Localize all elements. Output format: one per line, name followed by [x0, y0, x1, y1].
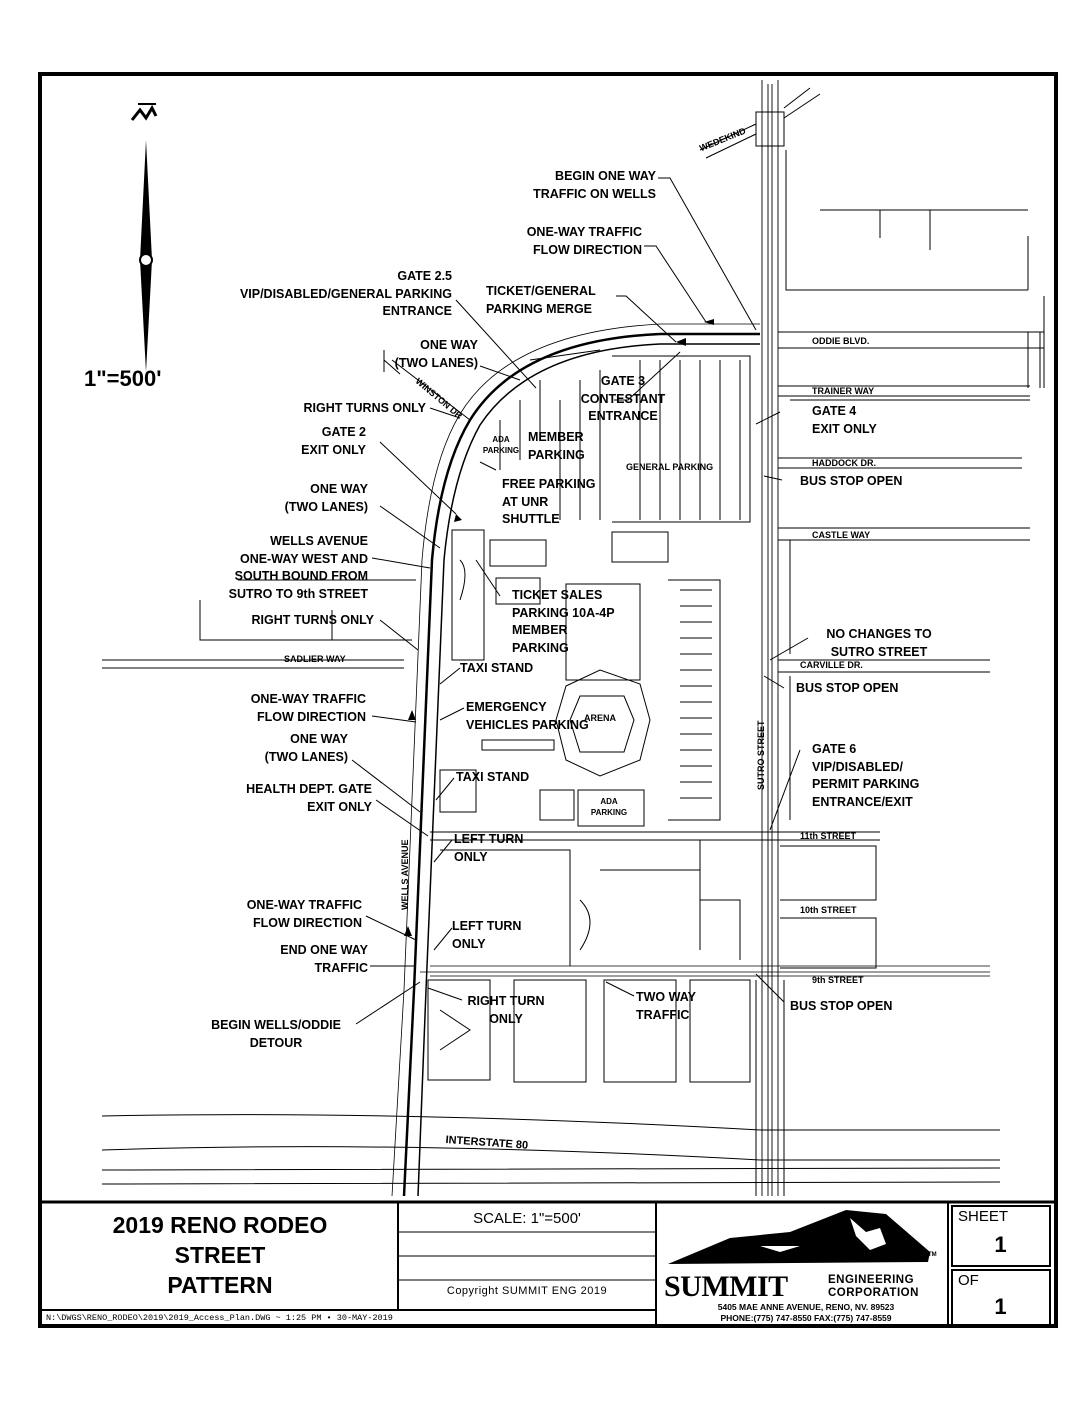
note-left-turn-only-2: LEFT TURN ONLY [452, 919, 522, 951]
note-bus-stop-2: BUS STOP OPEN [796, 681, 899, 695]
note-end-one-way: END ONE WAY TRAFFIC [280, 943, 368, 975]
note-taxi-stand-2: TAXI STAND [456, 770, 530, 784]
title-block-frame [38, 1200, 1058, 1328]
note-left-turn-only-1: LEFT TURN ONLY [454, 832, 524, 864]
summit-logo-icon [668, 1210, 930, 1264]
note-gate-3: GATE 3 CONTESTANT ENTRANCE [580, 374, 666, 423]
file-path-stamp: N:\DWGS\RENO_RODEO\2019\2019_Access_Plan… [46, 1313, 393, 1323]
note-taxi-stand-1: TAXI STAND [460, 661, 534, 675]
note-gate-6: GATE 6 VIP/DISABLED/ PERMIT PARKING ENTR… [812, 742, 920, 809]
carville-road [778, 659, 990, 673]
street-label-wells: WELLS AVENUE [400, 839, 410, 910]
note-member-parking: MEMBER PARKING [528, 430, 585, 462]
direction-arrows [404, 319, 714, 936]
drawing-title-line-2: STREET [174, 1242, 266, 1268]
note-right-turns-only-1: RIGHT TURNS ONLY [303, 401, 426, 415]
note-gate-2-5: GATE 2.5 VIP/DISABLED/GENERAL PARKING EN… [239, 269, 452, 318]
drawing-title: 2019 RENO RODEO STREET PATTERN [44, 1210, 396, 1300]
leader-lines [351, 177, 809, 1025]
note-one-way-two-lanes-1: ONE WAY (TWO LANES) [394, 338, 478, 370]
south-blocks [427, 979, 751, 1083]
company-subtitle: ENGINEERING CORPORATION [828, 1274, 919, 1299]
note-general-parking: GENERAL PARKING [626, 462, 714, 472]
street-label-carville: CARVILLE DR. [800, 660, 863, 670]
note-gate-4: GATE 4 EXIT ONLY [812, 404, 877, 436]
street-label-sadlier: SADLIER WAY [284, 654, 346, 664]
note-wells-one-way: WELLS AVENUE ONE-WAY WEST AND SOUTH BOUN… [228, 534, 368, 601]
company-phone: PHONE:(775) 747-8550 FAX:(775) 747-8559 [720, 1313, 892, 1323]
fairgrounds-buildings [489, 531, 721, 821]
street-label-castle: CASTLE WAY [812, 530, 871, 540]
note-two-way-traffic: TWO WAY TRAFFIC [636, 990, 696, 1022]
north-arrow-icon [130, 103, 158, 372]
note-right-turns-only-2: RIGHT TURNS ONLY [251, 613, 374, 627]
note-bus-stop-1: BUS STOP OPEN [800, 474, 903, 488]
note-ticket-merge: TICKET/GENERAL PARKING MERGE [486, 284, 596, 316]
wedekind-intersection [699, 87, 821, 159]
company-name: SUMMIT [664, 1270, 788, 1303]
interstate-80-road [101, 1114, 1001, 1185]
street-label-trainer: TRAINER WAY [812, 386, 875, 396]
title-block-scale: SCALE: 1"=500' [473, 1210, 581, 1227]
copyright-text: Copyright SUMMIT ENG 2019 [446, 1285, 608, 1297]
castle-way-road [778, 527, 1030, 541]
note-health-dept: HEALTH DEPT. GATE EXIT ONLY [246, 782, 372, 814]
note-bus-stop-3: BUS STOP OPEN [790, 999, 893, 1013]
note-begin-detour: BEGIN WELLS/ODDIE DETOUR [211, 1018, 341, 1050]
company-address: 5405 MAE ANNE AVENUE, RENO, NV. 89523 [717, 1302, 895, 1312]
note-one-way-flow-low: ONE-WAY TRAFFIC FLOW DIRECTION [246, 898, 362, 930]
note-ada-parking-2: ADA PARKING [590, 797, 628, 817]
ninth-street-road [420, 965, 990, 977]
west-blocks [102, 350, 471, 669]
sheet-number: 1 [994, 1232, 1007, 1257]
note-arena: ARENA [584, 713, 617, 723]
note-ticket-sales: TICKET SALES PARKING 10A-4P MEMBER PARKI… [512, 588, 615, 655]
sutro-street-road [761, 80, 779, 1196]
note-no-changes: NO CHANGES TO SUTRO STREET [826, 627, 932, 659]
contestant-lot [499, 349, 601, 470]
sheet-label: SHEET [958, 1208, 1009, 1225]
note-right-turn-only: RIGHT TURN ONLY [467, 994, 545, 1026]
of-label: OF [958, 1272, 979, 1289]
note-emergency-parking: EMERGENCY VEHICLES PARKING [466, 700, 589, 732]
oddie-blvd-road [778, 331, 1044, 388]
misc-structures [439, 529, 741, 966]
note-one-way-flow-top: ONE-WAY TRAFFIC FLOW DIRECTION [526, 225, 642, 257]
trademark-mark: TM [928, 1252, 937, 1258]
note-one-way-flow-mid: ONE-WAY TRAFFIC FLOW DIRECTION [250, 692, 366, 724]
east-blocks [780, 399, 1030, 969]
street-label-sutro: SUTRO STREET [756, 720, 766, 790]
map-scale-label: 1"=500' [84, 366, 162, 391]
company-contact: 5405 MAE ANNE AVENUE, RENO, NV. 89523 PH… [664, 1302, 948, 1324]
note-free-parking: FREE PARKING AT UNR SHUTTLE [502, 477, 596, 526]
haddock-road [778, 457, 1022, 469]
street-label-oddie: ODDIE BLVD. [812, 336, 870, 346]
note-gate-2: GATE 2 EXIT ONLY [301, 425, 366, 457]
general-parking-lot [559, 355, 751, 523]
street-label-9th: 9th STREET [812, 975, 864, 985]
drawing-title-line-1: 2019 RENO RODEO [112, 1212, 328, 1238]
drawing-title-line-3: PATTERN [167, 1272, 273, 1298]
street-label-11th: 11th STREET [800, 831, 857, 841]
street-label-10th: 10th STREET [800, 905, 857, 915]
arena-outline [555, 669, 651, 777]
note-one-way-two-lanes-3: ONE WAY (TWO LANES) [264, 732, 348, 764]
trainer-way-road [778, 385, 1030, 397]
total-sheets: 1 [994, 1294, 1007, 1319]
north-blocks [785, 150, 1045, 388]
note-ada-parking-1: ADA PARKING [482, 435, 520, 455]
street-label-haddock: HADDOCK DR. [812, 458, 876, 468]
note-begin-one-way: BEGIN ONE WAY TRAFFIC ON WELLS [533, 169, 656, 201]
note-one-way-two-lanes-2: ONE WAY (TWO LANES) [284, 482, 368, 514]
